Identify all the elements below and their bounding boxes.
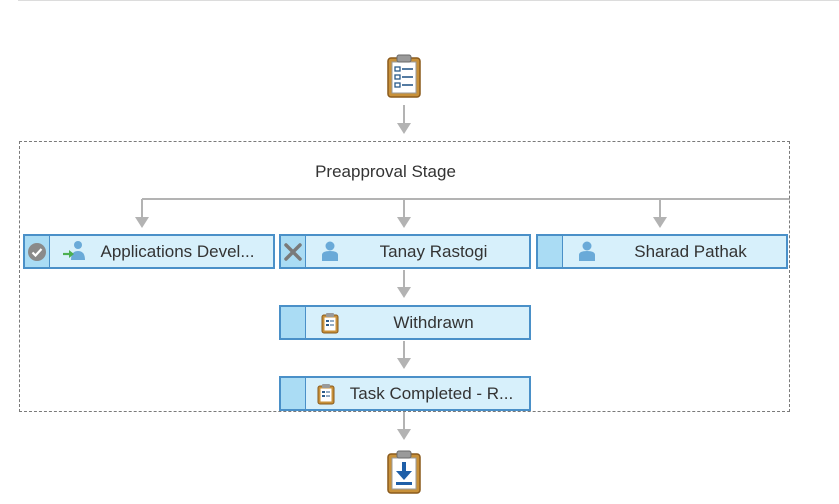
stage-title: Preapproval Stage (315, 162, 456, 181)
approver-node-sharad-pathak[interactable]: Sharad Pathak (536, 234, 788, 269)
step-node-task-completed[interactable]: Task Completed - R... (279, 376, 531, 411)
step-label: Task Completed - R... (349, 383, 514, 403)
user-icon (316, 241, 344, 263)
step-node-withdrawn[interactable]: Withdrawn (279, 305, 531, 340)
approver-node-applications-dev[interactable]: Applications Devel... (23, 234, 275, 269)
rejected-status-icon (281, 236, 306, 267)
start-clipboard-icon (386, 53, 422, 104)
approver-label: Tanay Rastogi (379, 241, 488, 261)
pending-status-cell (538, 236, 563, 267)
clipboard-icon (316, 312, 344, 334)
approver-label: Sharad Pathak (634, 241, 747, 261)
approver-node-tanay-rastogi[interactable]: Tanay Rastogi (279, 234, 531, 269)
clipboard-icon (312, 383, 340, 405)
end-clipboard-download-icon (386, 449, 422, 500)
group-assign-icon (60, 240, 88, 264)
step-status-cell (281, 378, 306, 409)
step-status-cell (281, 307, 306, 338)
approver-label: Applications Devel... (100, 241, 255, 261)
top-divider (18, 0, 839, 1)
user-icon (573, 241, 601, 263)
preapproval-stage-container (19, 141, 790, 412)
approved-status-icon (25, 236, 50, 267)
step-label: Withdrawn (393, 312, 474, 332)
